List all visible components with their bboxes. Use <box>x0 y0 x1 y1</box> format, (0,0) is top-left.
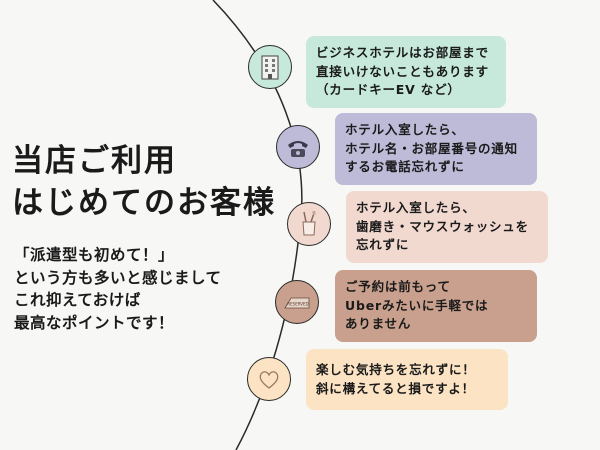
title-line-1: 当店ご利用 <box>12 143 177 179</box>
tip-1-line-1: ビジネスホテルはお部屋まで <box>316 45 489 60</box>
telephone-icon <box>276 125 320 169</box>
intro-text: 「派遣型も初めて！」 という方も多いと感じまして これ抑えておけば 最高なポイン… <box>14 244 222 334</box>
tip-4-line-3: ありません <box>345 316 412 331</box>
tip-card-3: ホテル入室したら、 歯磨き・マウスウォッシュを 忘れずに <box>346 191 548 263</box>
hotel-building-icon <box>248 45 292 89</box>
tip-4-line-1: ご予約は前もって <box>345 279 451 294</box>
tip-card-4: ご予約は前もって Uberみたいに手軽では ありません <box>335 270 537 342</box>
tip-1-line-2: 直接いけないこともあります <box>316 63 489 79</box>
intro-line-1: 「派遣型も初めて！」 <box>14 246 175 264</box>
tip-1-line-3: （カードキーEV など） <box>316 82 461 97</box>
heart-icon <box>247 357 291 401</box>
tip-2-line-3: するお電話忘れずに <box>345 159 465 174</box>
tip-3-line-2: 歯磨き・マウスウォッシュを <box>356 218 529 234</box>
intro-line-2: という方も多いと感じまして <box>14 268 222 287</box>
tip-5-line-2: 斜に構えてると損ですよ！ <box>316 380 475 396</box>
tip-card-1: ビジネスホテルはお部屋まで 直接いけないこともあります （カードキーEV など） <box>306 36 506 108</box>
intro-line-3: これ抑えておけば <box>14 291 141 309</box>
tip-2-line-2: ホテル名・お部屋番号の通知 <box>345 140 518 156</box>
tip-2-line-1: ホテル入室したら、 <box>345 122 465 137</box>
intro-line-4: 最高なポイントです！ <box>14 313 175 332</box>
tip-4-line-2: Uberみたいに手軽では <box>345 297 489 313</box>
toothbrush-cup-icon <box>287 202 331 246</box>
tip-5-line-1: 楽しむ気持ちを忘れずに！ <box>316 362 476 377</box>
title-line-2: はじめてのお客様 <box>12 185 276 221</box>
tip-3-line-3: 忘れずに <box>356 237 410 252</box>
tip-card-5: 楽しむ気持ちを忘れずに！ 斜に構えてると損ですよ！ <box>306 349 508 410</box>
tip-3-line-1: ホテル入室したら、 <box>356 200 476 215</box>
reserved-sign-icon: RESERVED <box>275 280 319 324</box>
reserved-sign-text: RESERVED <box>287 302 308 307</box>
page-title: 当店ご利用 はじめてのお客様 <box>12 140 276 224</box>
tip-card-2: ホテル入室したら、 ホテル名・お部屋番号の通知 するお電話忘れずに <box>335 113 537 185</box>
